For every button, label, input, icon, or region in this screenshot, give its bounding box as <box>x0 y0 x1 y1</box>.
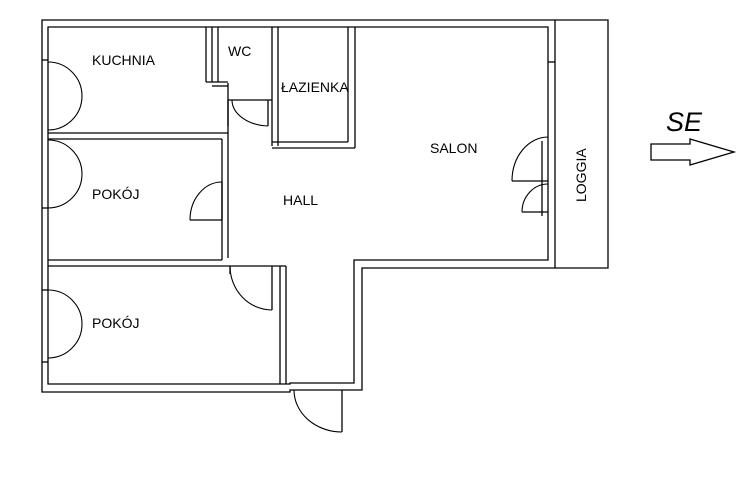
room-label-salon: SALON <box>430 140 477 156</box>
room-label-lazienka: ŁAZIENKA <box>281 79 349 95</box>
door-room1 <box>189 181 223 221</box>
room-label-pokoj-2: POKÓJ <box>92 315 139 331</box>
arrow-right-icon <box>650 138 737 166</box>
door-room2 <box>229 265 273 311</box>
door-room2-window <box>47 289 83 359</box>
room-label-wc: WC <box>228 43 251 59</box>
door-wc <box>227 99 269 127</box>
compass-label: SE <box>666 107 703 137</box>
room-label-hall: HALL <box>283 192 318 208</box>
room-label-pokoj-1: POKÓJ <box>92 186 139 202</box>
entrance-door <box>293 389 343 433</box>
door-kitchen-window <box>47 61 83 131</box>
door-salon-loggia <box>511 136 549 213</box>
room-label-loggia: LOGGIA <box>573 148 589 202</box>
windows <box>42 59 48 363</box>
room-label-kuchnia: KUCHNIA <box>92 52 156 68</box>
loggia-walls <box>548 20 556 268</box>
outer-walls <box>41 19 609 393</box>
interior-walls <box>48 27 543 384</box>
door-room1-window <box>47 139 83 209</box>
